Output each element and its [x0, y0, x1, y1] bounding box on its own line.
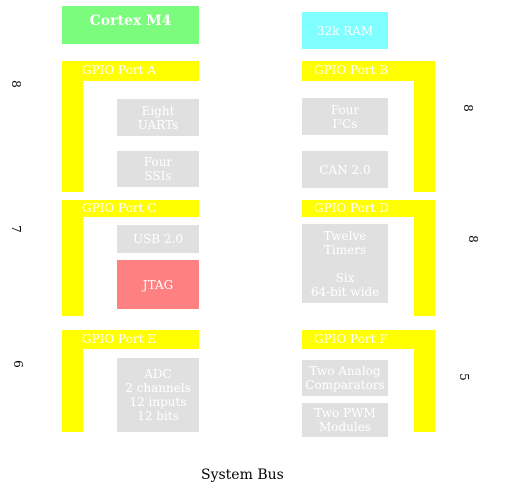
ssis-block: Four SSIs — [117, 151, 199, 187]
port-c-rail — [62, 200, 83, 316]
port-a-label: GPIO Port A — [82, 63, 156, 77]
cortex-m4-label: Cortex M4 — [89, 13, 172, 29]
port-e-pin-count: 6 — [10, 360, 25, 368]
port-b-bar — [302, 61, 435, 81]
port-f-rail — [414, 330, 435, 432]
usb-block: USB 2.0 — [117, 225, 199, 253]
port-d-pin-count: 8 — [465, 235, 480, 243]
port-f-pin-count: 5 — [456, 373, 471, 381]
port-d-bar — [302, 200, 435, 217]
system-bus-label: System Bus — [201, 467, 284, 483]
port-e-rail — [62, 330, 83, 432]
comparators-block: Two Analog Comparators — [302, 360, 388, 396]
port-e-label: GPIO Port E — [82, 332, 156, 346]
port-a-bar — [62, 61, 199, 81]
port-b-rail — [414, 61, 435, 192]
port-b-label: GPIO Port B — [314, 63, 389, 77]
port-d-label: GPIO Port D — [314, 201, 389, 215]
port-c-bar — [62, 200, 199, 217]
pwm-block: Two PWM Modules — [302, 403, 388, 437]
jtag-block: JTAG — [117, 260, 199, 309]
port-c-pin-count: 7 — [8, 225, 23, 233]
can-block: CAN 2.0 — [302, 151, 388, 188]
uarts-block: Eight UARTs — [117, 99, 199, 136]
port-a-rail — [62, 61, 83, 192]
port-f-bar — [302, 330, 435, 349]
ram-block: 32k RAM — [302, 12, 388, 49]
port-f-label: GPIO Port F — [314, 332, 388, 346]
port-c-label: GPIO Port C — [82, 201, 157, 215]
ram-label: 32k RAM — [316, 23, 374, 38]
cortex-m4-block: Cortex M4 — [62, 6, 199, 44]
port-b-pin-count: 8 — [460, 104, 475, 112]
timers-block: Twelve Timers Six 64-bit wide — [302, 224, 388, 303]
port-e-bar — [62, 330, 199, 349]
i2cs-block: Four I²Cs — [302, 98, 388, 135]
adc-block: ADC 2 channels 12 inputs 12 bits — [117, 358, 199, 432]
port-a-pin-count: 8 — [8, 80, 23, 88]
port-d-rail — [414, 200, 435, 316]
